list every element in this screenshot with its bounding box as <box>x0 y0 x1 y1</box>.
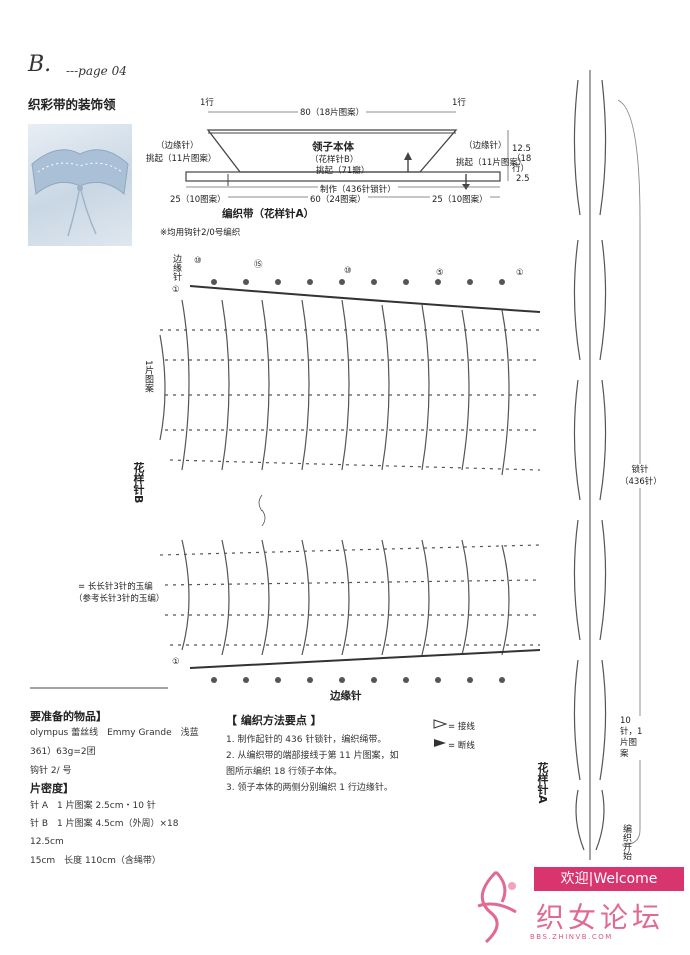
row-mark-top-5: ① <box>516 268 524 278</box>
materials-yarn: olympus 蕾丝线 Emmy Grande 浅蓝 <box>30 728 199 738</box>
row-mark-top-4: ⑤ <box>436 268 444 278</box>
row-mark-left: 1行 <box>200 98 214 108</box>
page-title: 织彩带的装饰领 <box>28 97 116 112</box>
one-repeat-label: 1片图案 <box>143 360 153 393</box>
pattern-b-label: 花样针B <box>132 462 145 504</box>
gauge-heading: 片密度】 <box>30 782 74 795</box>
top-width: 80（18片图案） <box>298 106 367 118</box>
materials-heading: 要准备的物品】 <box>30 710 107 723</box>
height-band: 2.5 <box>516 174 530 184</box>
materials-hook: 钩针 2/ 号 <box>30 766 72 776</box>
method-step-2: 2. 从编织带的端部接线于第 11 片图案，如 <box>226 751 399 761</box>
row-mark-top-2: ⑮ <box>254 260 263 270</box>
method-step-3: 3. 领子本体的两侧分别编织 1 行边缘针。 <box>226 783 393 793</box>
edge-label-left: （边缘针） <box>156 141 199 151</box>
stitch-chart-pattern-b <box>159 285 541 669</box>
edge-stitch-label-left: 边缘针 <box>171 254 181 281</box>
row-1-mark-top: ① <box>172 285 180 295</box>
row-mark-top-3: ⑩ <box>344 266 352 276</box>
method-step-1: 1. 制作起针的 436 针锁针，编织绳带。 <box>226 735 387 745</box>
method-heading: 【 编织方法要点 】 <box>226 714 322 727</box>
method-steps: 1. 制作起针的 436 针锁针，编织绳带。 2. 从编织带的端部接线于第 11… <box>226 732 399 796</box>
watermark-name: 织女论坛 <box>536 901 665 934</box>
method-step-2-cont: 图所示编织 18 行领子本体。 <box>226 767 343 777</box>
pattern-a-label: 花样针A <box>536 762 549 804</box>
watermark-welcome-banner: 欢迎|Welcome <box>534 867 684 891</box>
band-label: 编织带（花样针A） <box>222 208 315 220</box>
bottom-center-width: 60（24图案） <box>308 193 368 205</box>
foundation-chain: 制作（436针锁针） <box>318 183 398 195</box>
gauge-pattern-b: 针 B 1 片图案 4.5cm（外周）×18 <box>30 819 179 829</box>
hook-note: ※均用钩针2/0号编织 <box>160 228 241 238</box>
materials-yarn-amount: 361）63g=2团 <box>30 747 96 757</box>
legend-join: = 接线 <box>448 722 475 732</box>
row-1-mark-bottom: ① <box>172 657 180 667</box>
pick-up-right: 挑起（11片图案） <box>456 158 527 168</box>
edge-stitch-scallops-bottom <box>211 677 505 683</box>
watermark-logo-icon <box>477 870 517 944</box>
header-letter: B. <box>28 52 52 77</box>
collar-body-label: 领子本体 <box>312 141 354 153</box>
ten-stitch-repeat: 10针，1片图案 <box>620 716 644 760</box>
height-total: 12.5（18行） <box>512 144 532 174</box>
bottom-left-width: 25（10图案） <box>168 193 228 205</box>
pick-up-left: 挑起（11片图案） <box>146 154 217 164</box>
collar-pattern-label: （花样针B） <box>310 155 359 165</box>
chain-total-label: 锁针（436针） <box>620 464 662 488</box>
watermark-url: BBS.ZHINVB.COM <box>530 933 613 941</box>
edge-stitch-label-bottom: 边缘针 <box>330 690 362 702</box>
row-mark-right: 1行 <box>452 98 466 108</box>
gauge-size: 15cm 长度 110cm（含绳带） <box>30 856 161 866</box>
edge-label-right: （边缘针） <box>464 141 507 151</box>
legend-cut: = 断线 <box>448 741 475 751</box>
start-knit-label: 编织开始 <box>621 824 631 860</box>
puff-legend-1: = 长长针3针的玉编 <box>78 582 153 592</box>
collar-photo <box>28 124 132 246</box>
gauge-pattern-b-cont: 12.5cm <box>30 837 64 847</box>
row-mark-top-1: ⑩ <box>194 256 202 266</box>
gauge-pattern-a: 针 A 1 片图案 2.5cm・10 针 <box>30 801 156 811</box>
header-page-number: ---page 04 <box>66 64 127 78</box>
bottom-right-width: 25（10图案） <box>430 193 490 205</box>
pick-up-center: 挑起（71瓣） <box>316 166 370 176</box>
edge-stitch-scallops-top <box>211 279 505 285</box>
puff-legend-2: （参考长针3针的玉编） <box>74 594 165 604</box>
